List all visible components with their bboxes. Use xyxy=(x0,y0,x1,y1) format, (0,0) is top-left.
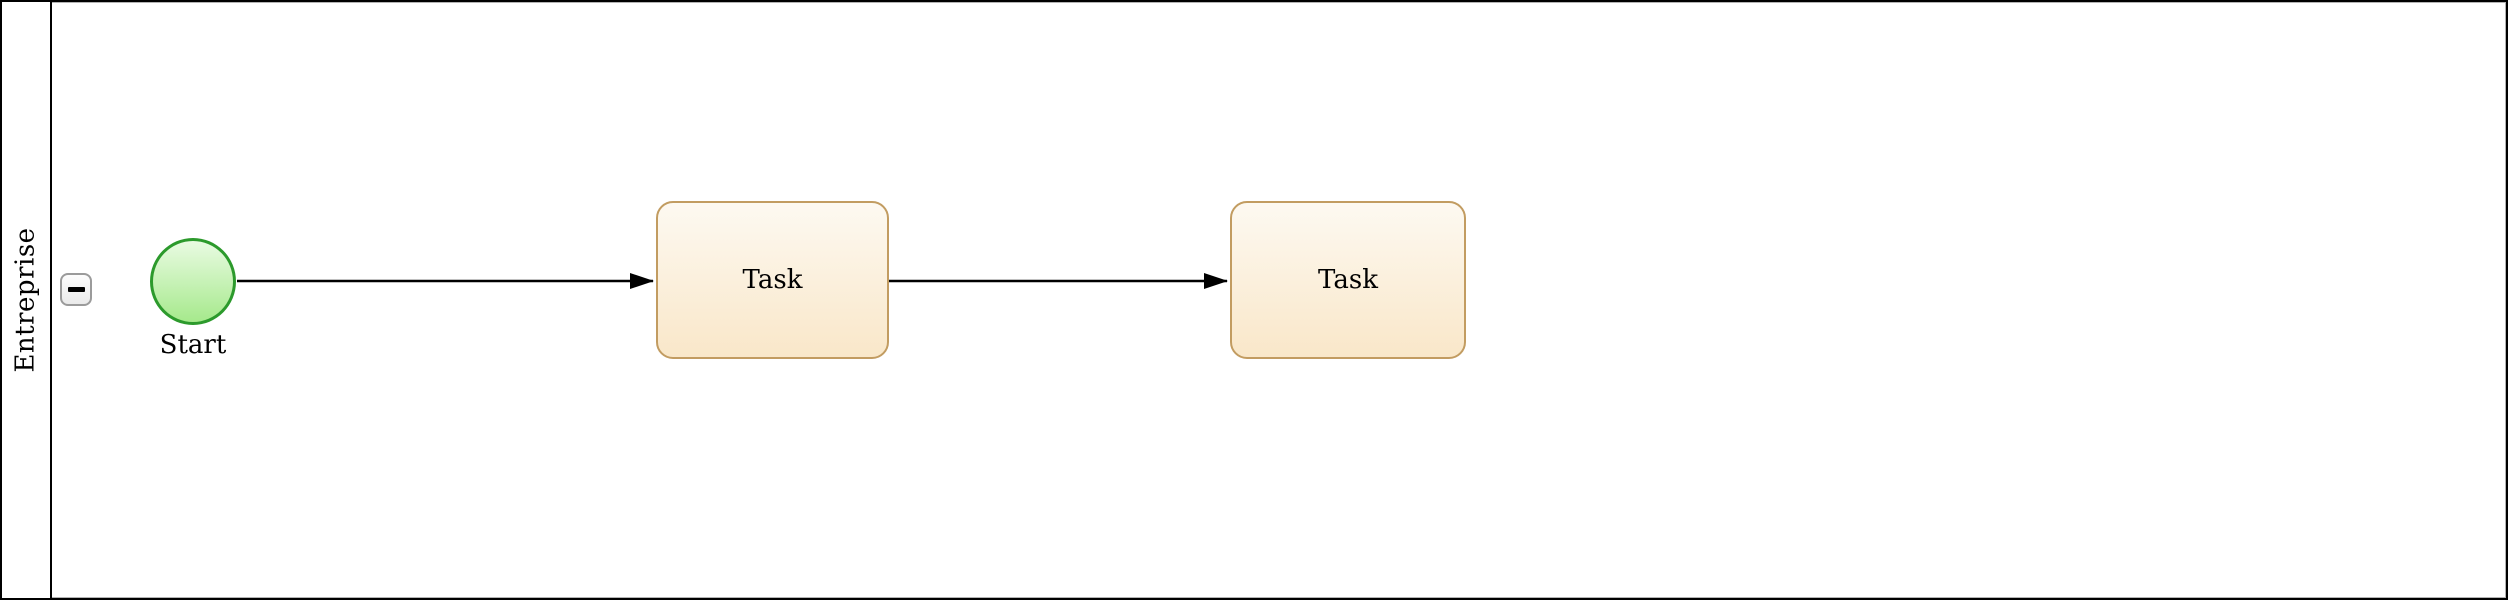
task-1-label: Task xyxy=(742,265,803,295)
task-1[interactable]: Task xyxy=(656,201,889,359)
pool-title-separator xyxy=(50,0,52,600)
minus-icon xyxy=(67,287,85,292)
task-2-label: Task xyxy=(1318,265,1378,295)
start-event-circle[interactable] xyxy=(150,238,236,325)
pool-collapse-button[interactable] xyxy=(60,273,92,306)
task-2[interactable]: Task xyxy=(1230,201,1466,359)
lane xyxy=(50,2,2506,598)
start-event-label: Start xyxy=(159,330,227,360)
